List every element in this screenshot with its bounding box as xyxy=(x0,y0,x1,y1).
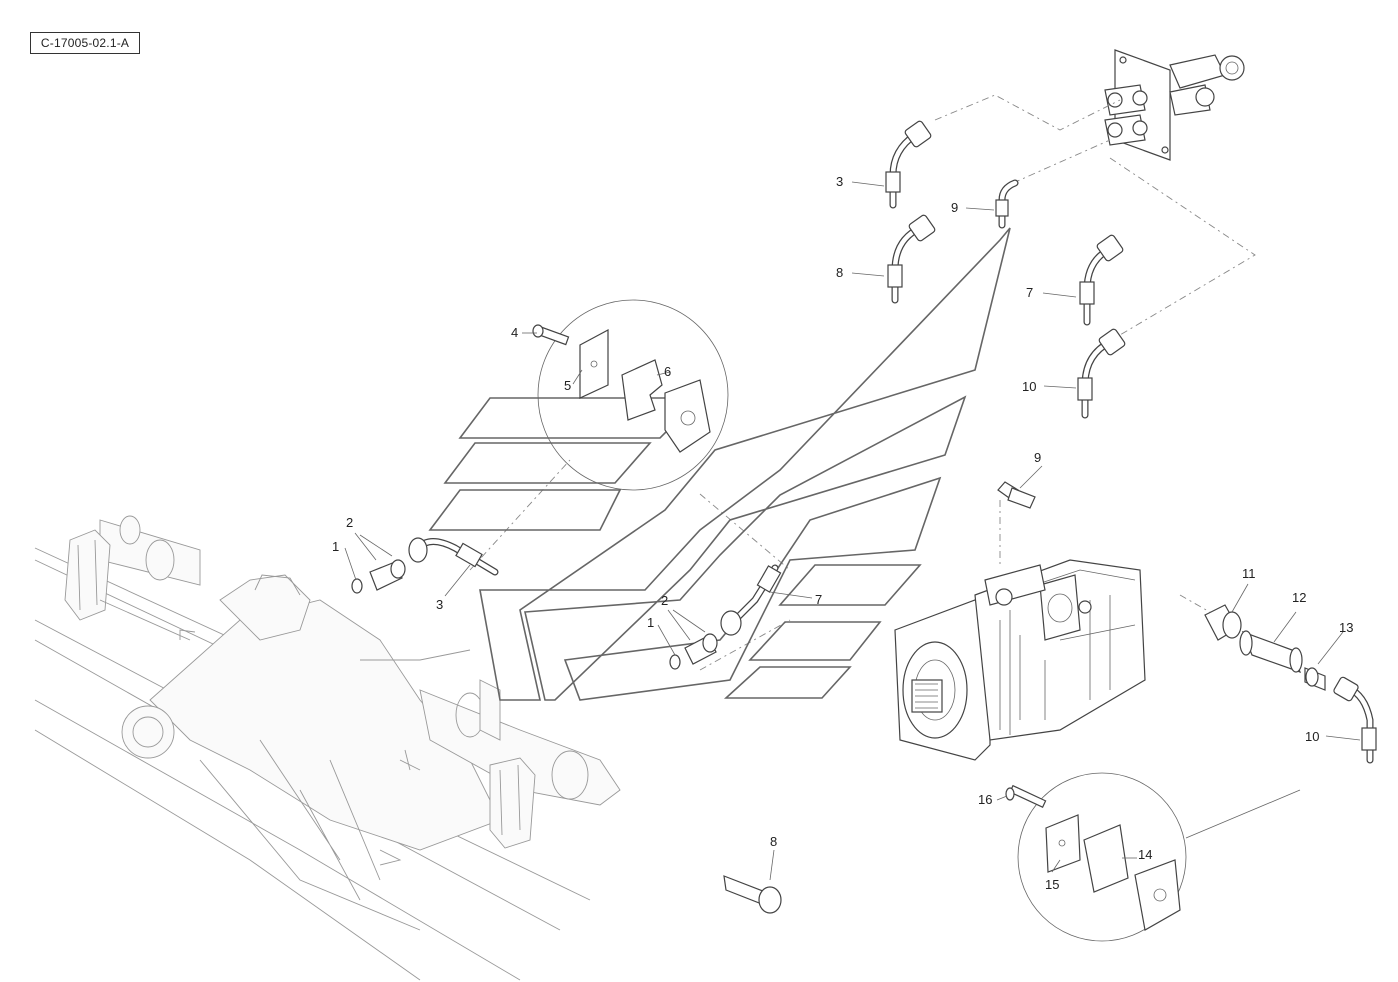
callout-4: 4 xyxy=(511,325,518,340)
hydraulic-pump xyxy=(894,559,1146,761)
leader-lines xyxy=(344,181,1361,881)
callout-16: 16 xyxy=(978,792,992,807)
callout-7: 7 xyxy=(1026,285,1033,300)
callout-11: 11 xyxy=(1242,566,1256,581)
reference-code: C-17005-02.1-A xyxy=(30,32,140,54)
callout-9: 9 xyxy=(1034,450,1041,465)
callout-1: 1 xyxy=(647,615,654,630)
callout-3: 3 xyxy=(436,597,443,612)
callout-13: 13 xyxy=(1339,620,1353,635)
hoses xyxy=(408,120,1377,764)
callouts: 1 2 3 1 2 3 4 5 6 7 7 8 8 9 9 10 10 11 1… xyxy=(332,174,1353,892)
valve-block xyxy=(1104,49,1245,161)
callout-2: 2 xyxy=(346,515,353,530)
callout-14: 14 xyxy=(1138,847,1152,862)
callout-12: 12 xyxy=(1292,590,1306,605)
callout-7: 7 xyxy=(815,592,822,607)
callout-10: 10 xyxy=(1305,729,1319,744)
callout-9: 9 xyxy=(951,200,958,215)
callout-8: 8 xyxy=(836,265,843,280)
callout-2: 2 xyxy=(661,593,668,608)
indication-lines xyxy=(469,94,1256,671)
callout-3: 3 xyxy=(836,174,843,189)
axle-assembly xyxy=(34,515,621,981)
detail-circles xyxy=(537,299,1301,942)
callout-15: 15 xyxy=(1045,877,1059,892)
callout-5: 5 xyxy=(564,378,571,393)
callout-6: 6 xyxy=(664,364,671,379)
callout-1: 1 xyxy=(332,539,339,554)
callout-10: 10 xyxy=(1022,379,1036,394)
fittings xyxy=(351,324,1326,931)
callout-8: 8 xyxy=(770,834,777,849)
